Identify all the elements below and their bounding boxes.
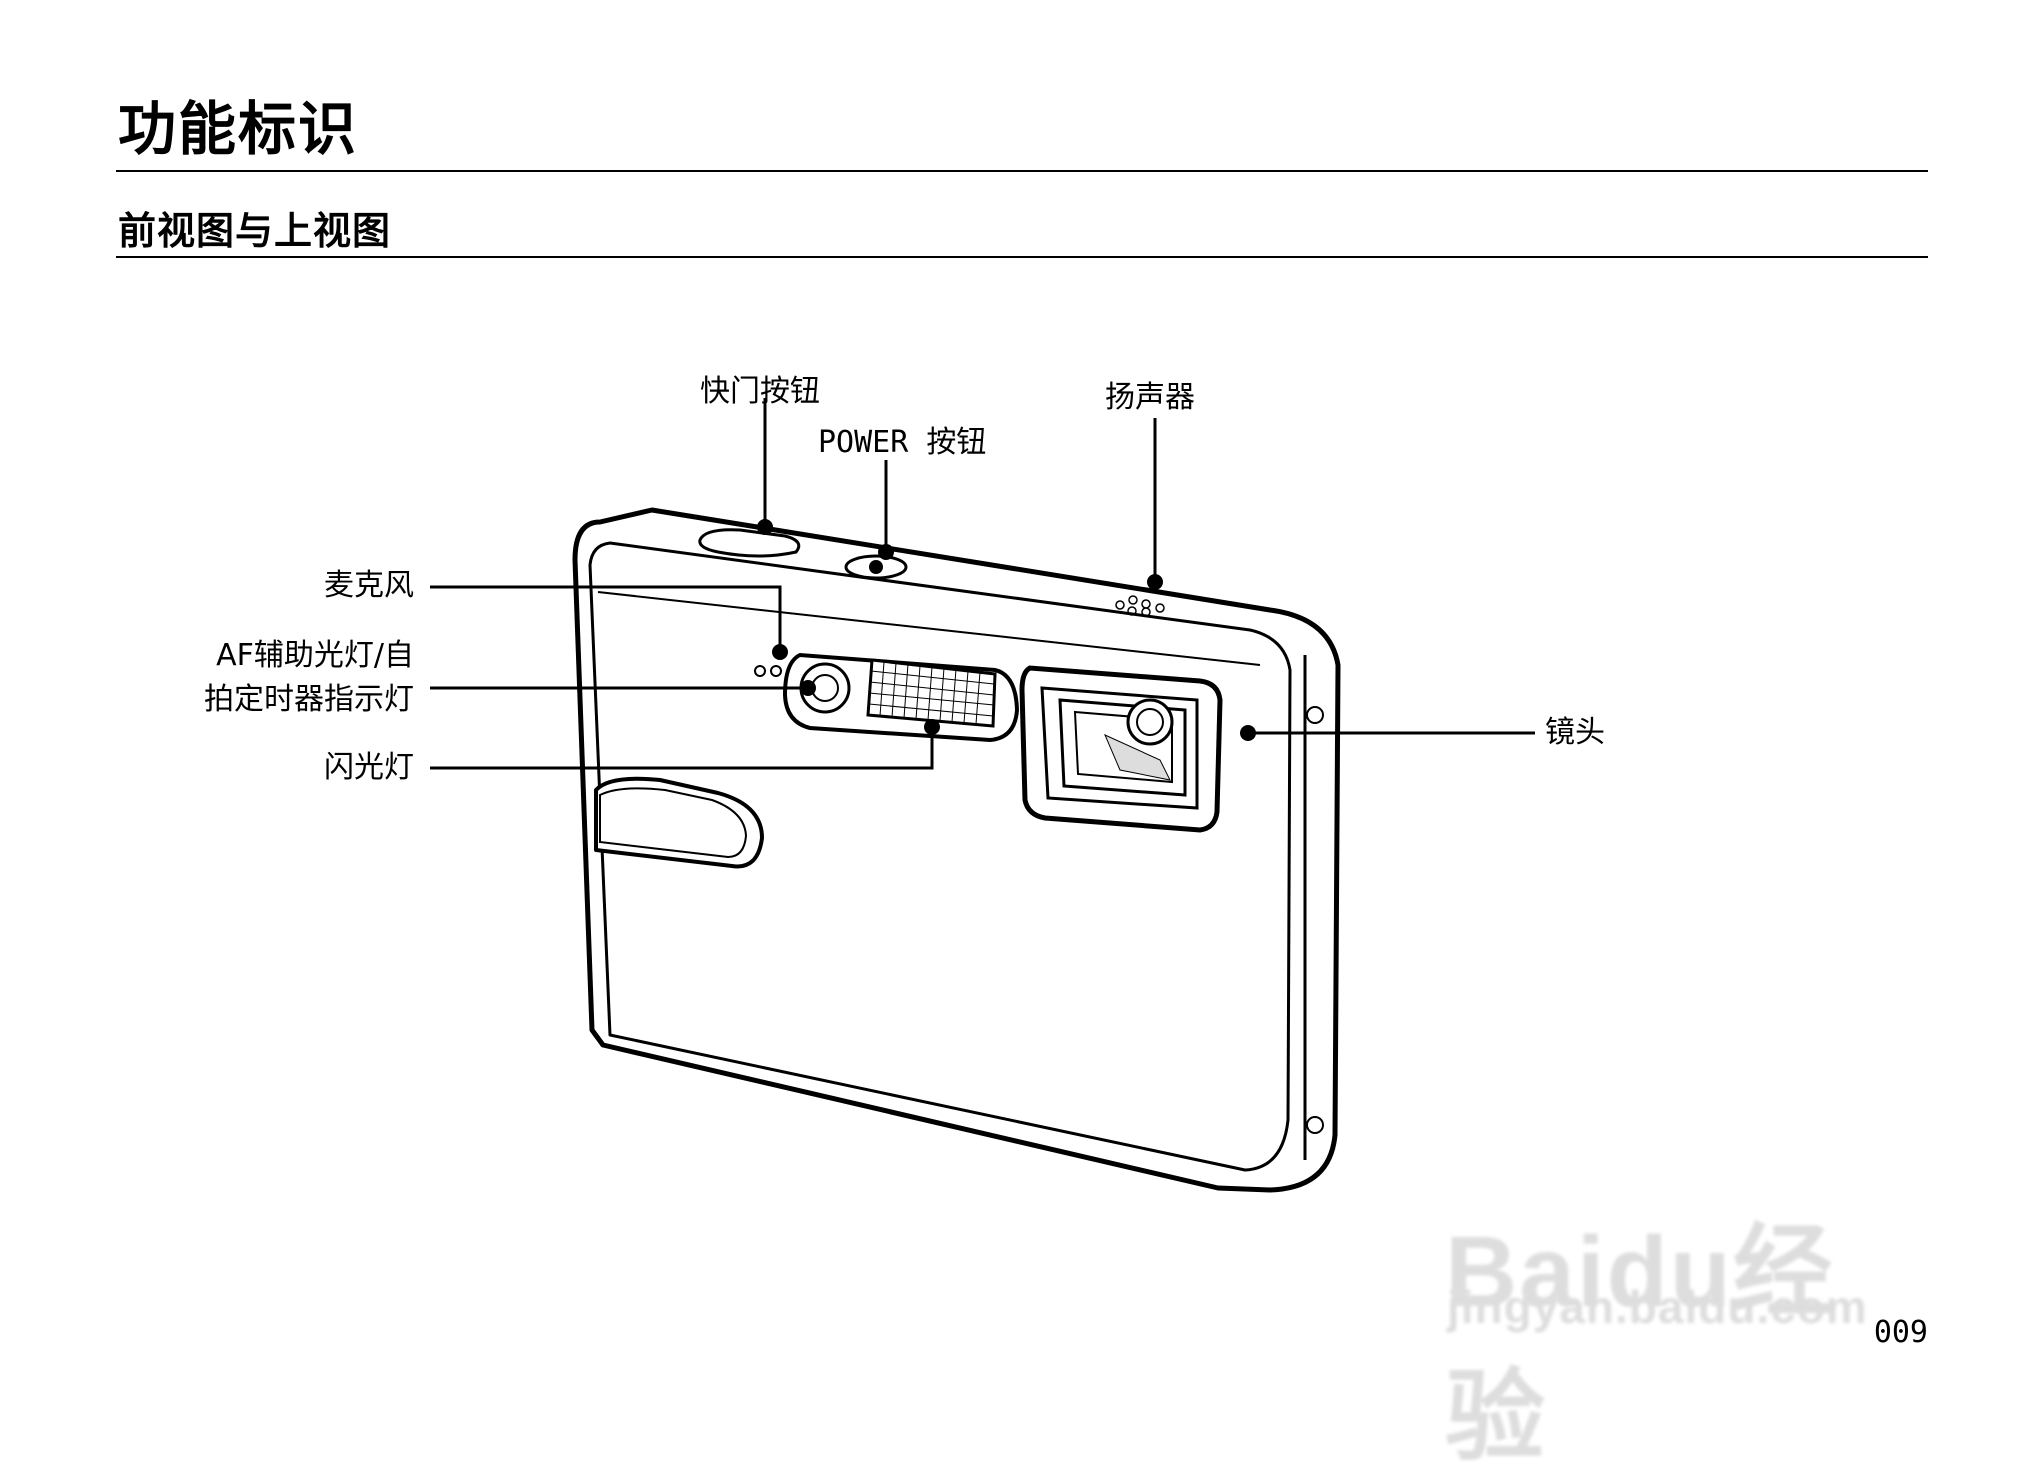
title-rule (116, 170, 1928, 172)
speaker-holes (1115, 595, 1165, 617)
label-power-button: POWER 按钮 (818, 425, 987, 460)
label-af-assist-1: AF辅助光灯/自 (216, 638, 414, 673)
microphone-holes (754, 665, 766, 677)
label-lens: 镜头 (1545, 715, 1605, 750)
flash-window (866, 658, 997, 728)
camera-diagram (430, 398, 1535, 1193)
leader-lines (430, 398, 1535, 770)
label-speaker: 扬声器 (1105, 380, 1195, 415)
page-number: 009 (1873, 1315, 1928, 1350)
page-title: 功能标识 (118, 95, 359, 163)
baidu-watermark: Baidu经验 jingyan.baidu.com (1445, 1150, 1915, 1473)
label-flash: 闪光灯 (324, 750, 414, 785)
watermark-logo: Baidu经验 (1445, 1216, 1835, 1473)
strap-eyelet (1306, 706, 1324, 724)
label-af-assist-2: 拍定时器指示灯 (204, 682, 414, 717)
label-shutter-button: 快门按钮 (700, 374, 820, 409)
label-microphone: 麦克风 (324, 568, 414, 603)
shutter-button-shape (698, 528, 801, 558)
camera-top-edge (597, 591, 1261, 666)
watermark-url: jingyan.baidu.com (1447, 1281, 1868, 1333)
leader-dots (757, 519, 1256, 741)
lens-shape (1019, 665, 1223, 833)
section-title: 前视图与上视图 (118, 209, 392, 253)
camera-body-inner (588, 541, 1292, 1172)
camera-grip (594, 776, 764, 869)
section-rule (116, 256, 1928, 258)
